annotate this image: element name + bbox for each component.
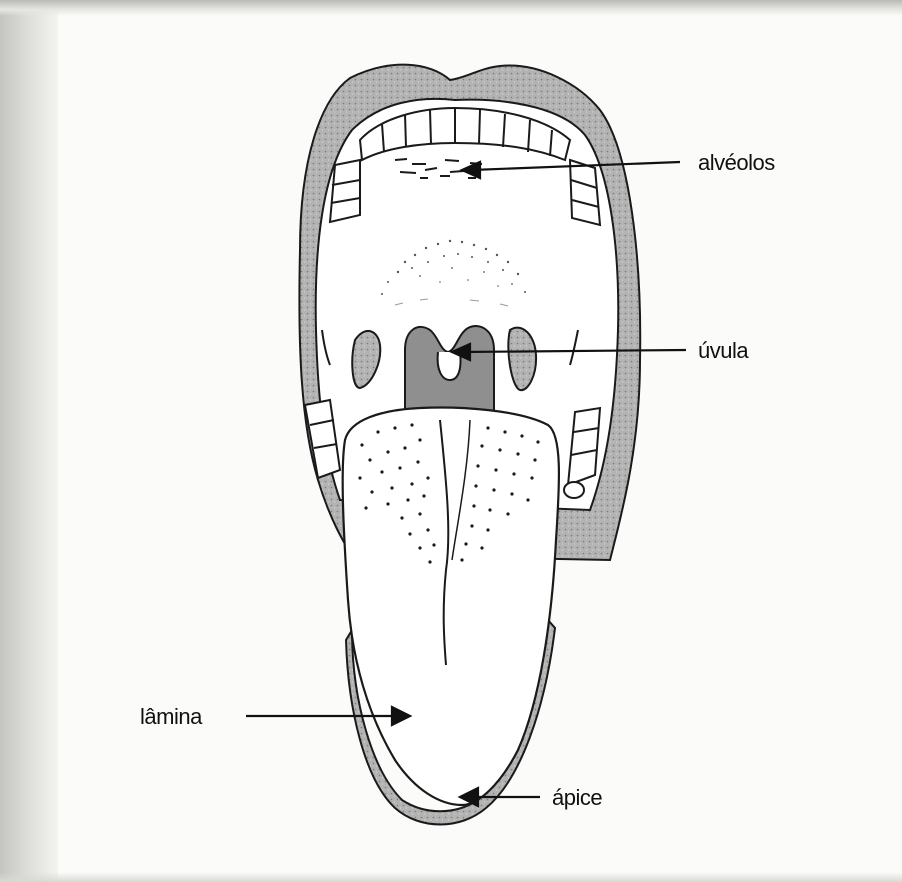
label-uvula: úvula — [698, 338, 748, 364]
label-alveolos: alvéolos — [698, 150, 775, 176]
label-lamina: lâmina — [140, 704, 202, 730]
label-apice: ápice — [552, 785, 602, 811]
uvula-tip — [438, 352, 461, 380]
